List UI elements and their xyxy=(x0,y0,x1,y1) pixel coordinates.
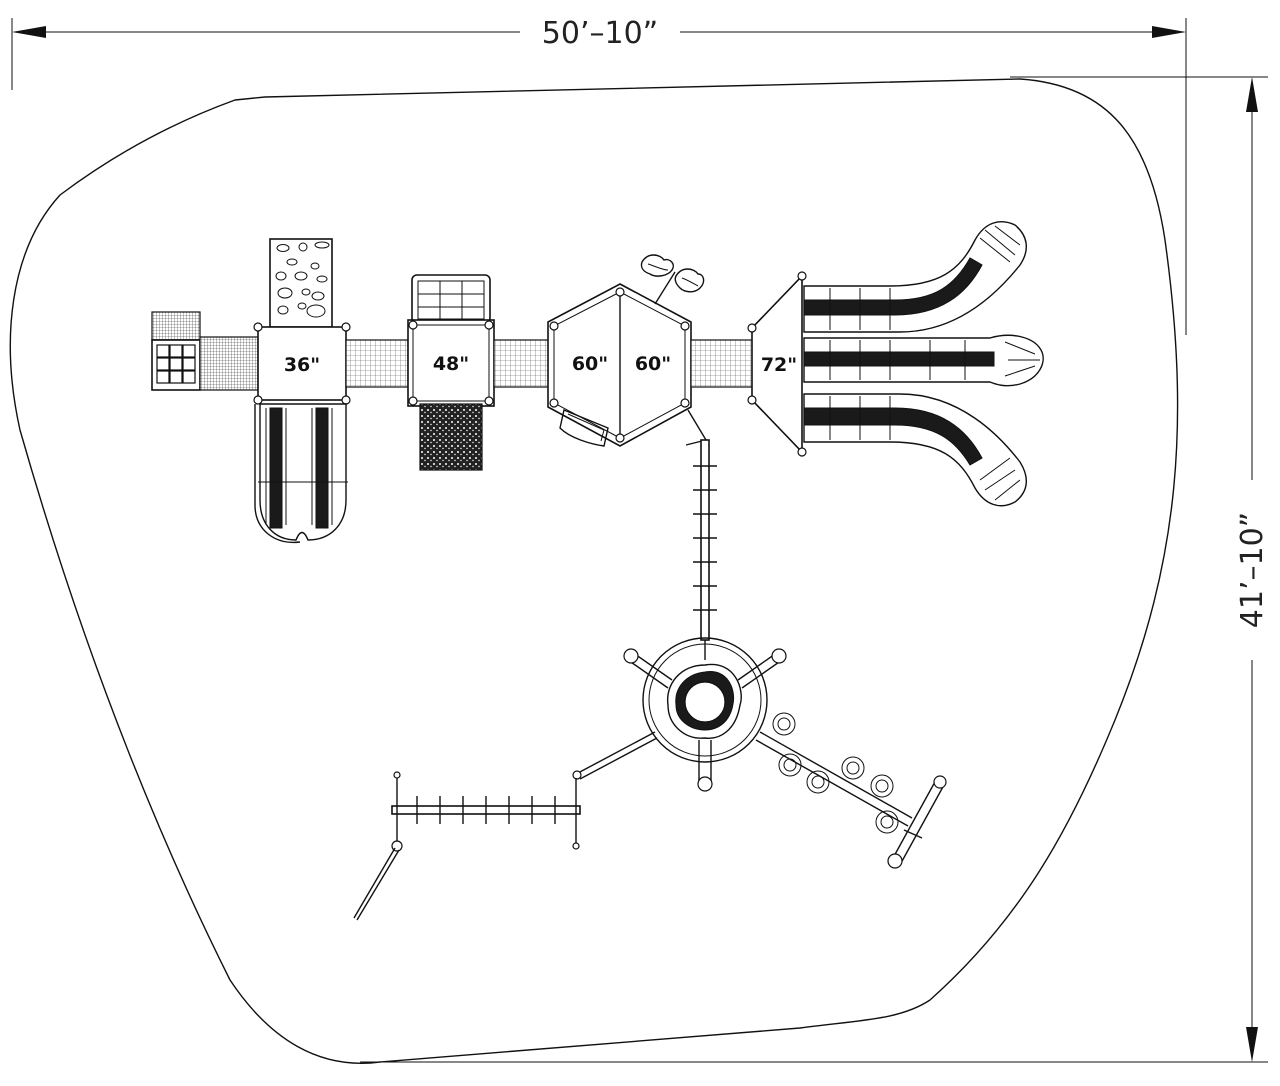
width-dimension-label: 50’–10” xyxy=(542,16,658,51)
double-slide xyxy=(254,403,348,544)
mesh-bridge-2 xyxy=(493,339,555,388)
deck-48-roof-panel xyxy=(411,274,491,324)
rock-climbing-wall xyxy=(269,238,333,328)
mesh-bridge-1 xyxy=(345,339,409,388)
deck-72-label: 72" xyxy=(761,354,797,376)
leaf-panel xyxy=(640,254,705,305)
height-dimension-label: 41’–10” xyxy=(1235,512,1270,628)
balance-bar xyxy=(887,775,947,869)
spinner-arm-bottom xyxy=(697,740,713,792)
hex-deck-60: 60" 60" xyxy=(547,283,692,447)
deck-48: 48" xyxy=(407,319,495,407)
arrow-right-icon xyxy=(1152,26,1186,38)
slide-middle xyxy=(803,334,1044,387)
width-dimension: 50’–10” xyxy=(11,16,1187,335)
climber-net xyxy=(419,403,483,471)
slide-lower xyxy=(803,393,1027,507)
deck-72: 72" xyxy=(747,271,807,457)
arrow-down-icon xyxy=(1246,1027,1258,1062)
mesh-bridge-3 xyxy=(690,339,754,388)
spinner-arm-left xyxy=(623,648,673,689)
spinner-arm-right xyxy=(737,648,787,689)
deck-60-left-label: 60" xyxy=(572,353,608,375)
arrow-left-icon xyxy=(12,26,46,38)
spinner-hub xyxy=(623,637,787,792)
tic-tac-toe-panel xyxy=(151,311,259,391)
overhead-ladder xyxy=(685,409,717,641)
safety-zone-boundary xyxy=(9,78,1179,1064)
arrow-up-icon xyxy=(1246,77,1258,112)
deck-48-label: 48" xyxy=(433,353,469,375)
deck-60-right-label: 60" xyxy=(635,353,671,375)
deck-36: 36" xyxy=(253,322,351,405)
height-dimension: 41’–10” xyxy=(360,76,1270,1063)
stepping-pods xyxy=(755,712,947,869)
slide-upper xyxy=(803,221,1027,333)
deck-36-label: 36" xyxy=(284,354,320,376)
overhead-rings-bar xyxy=(353,731,658,921)
